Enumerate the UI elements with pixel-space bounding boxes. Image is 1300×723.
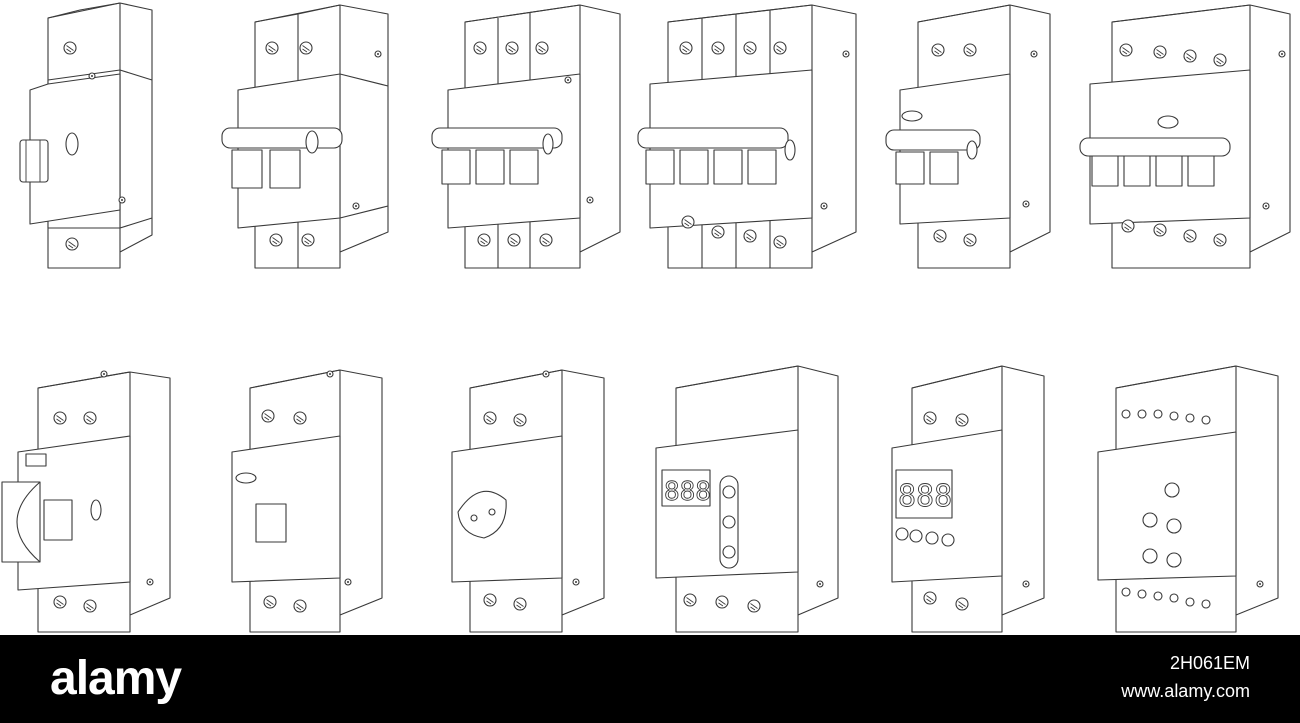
svg-text:888: 888 bbox=[898, 479, 952, 514]
breaker-indicator bbox=[231, 369, 383, 633]
breaker-3-pole bbox=[431, 4, 621, 269]
svg-text:888: 888 bbox=[664, 477, 711, 507]
alamy-logo: alamy bbox=[50, 652, 182, 705]
site-url: www.alamy.com bbox=[1121, 681, 1250, 701]
rcbo bbox=[1, 370, 171, 633]
breaker-4-pole bbox=[637, 4, 857, 269]
display-relay: 888 bbox=[655, 365, 839, 633]
rcd-2-pole bbox=[885, 4, 1051, 269]
terminal-relay bbox=[1097, 365, 1279, 633]
din-socket bbox=[451, 369, 605, 633]
breaker-1-pole bbox=[19, 2, 153, 269]
devices-drawing: 888 888 bbox=[1, 2, 1291, 633]
image-id: 2H061EM bbox=[1169, 653, 1250, 673]
stock-footer-bar: alamy 2H061EM www.alamy.com bbox=[0, 635, 1300, 723]
device-illustration: 888 888 bbox=[1, 2, 1291, 633]
rcd-4-pole bbox=[1079, 4, 1291, 269]
digital-meter: 888 bbox=[891, 365, 1045, 633]
breaker-2-pole bbox=[221, 4, 389, 269]
